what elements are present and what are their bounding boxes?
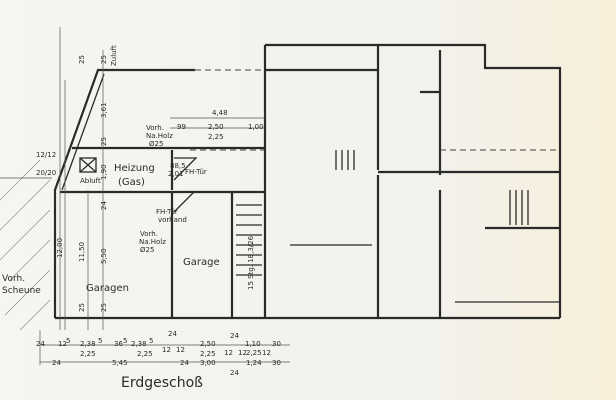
dim-250: 2,50 — [208, 123, 224, 131]
walls — [53, 43, 562, 320]
note-column-top-2: Na.Holz — [146, 132, 173, 140]
dim-top-25b: 25 — [100, 55, 108, 64]
svg-text:12: 12 — [162, 346, 171, 354]
note-fh-door-2: FH-Tür — [156, 208, 178, 216]
note-abluft: Abluft — [80, 177, 101, 185]
svg-text:12: 12 — [262, 349, 271, 357]
svg-text:5: 5 — [123, 337, 127, 345]
svg-text:2,50: 2,50 — [200, 340, 216, 348]
svg-text:5,45: 5,45 — [112, 359, 128, 367]
svg-text:2,25: 2,25 — [200, 350, 216, 358]
svg-text:12: 12 — [58, 340, 67, 348]
svg-text:2,25: 2,25 — [137, 350, 153, 358]
dim-top-25a: 25 — [78, 55, 86, 64]
note-column-mid-3: Ø25 — [140, 246, 154, 254]
note-fh-door: FH-Tür — [185, 168, 207, 176]
note-zuluft: Zuluft — [110, 45, 118, 66]
barn-label-1: Vorh. — [2, 274, 25, 284]
note-column-mid-2: Na.Holz — [139, 238, 166, 246]
dim-225: 2,25 — [208, 133, 224, 141]
svg-text:5: 5 — [98, 337, 102, 345]
dim-25c: 25 — [78, 303, 86, 312]
svg-text:24: 24 — [230, 369, 239, 377]
svg-text:24: 24 — [180, 359, 189, 367]
svg-text:12: 12 — [176, 346, 185, 354]
note-column-mid-1: Vorh. — [140, 230, 158, 238]
svg-text:30: 30 — [272, 359, 281, 367]
note-fh-door-2b: vorhand — [158, 216, 187, 224]
room-label-heating: Heizung — [114, 163, 155, 174]
dim-99: 99 — [177, 123, 186, 131]
dim-100: 1,00 — [248, 123, 264, 131]
barn-hatch — [0, 159, 52, 331]
note-door-dim-a: 88,5 — [170, 162, 186, 170]
note-chimney-a: 12/12 — [36, 151, 56, 159]
svg-text:5: 5 — [66, 337, 70, 345]
svg-text:12: 12 — [238, 349, 247, 357]
svg-text:2,25: 2,25 — [246, 349, 262, 357]
dim-25d: 25 — [100, 303, 108, 312]
dimension-lines — [39, 27, 290, 365]
dim-25: 25 — [100, 137, 108, 146]
svg-text:36: 36 — [114, 340, 123, 348]
bottom-dimensions: 24 12 5 2,38 5 36 5 2,38 5 12 24 12 2,50… — [36, 330, 281, 377]
svg-text:5: 5 — [149, 337, 153, 345]
room-label-garages: Garagen — [86, 283, 129, 294]
plan-title: Erdgeschoß — [121, 375, 203, 391]
svg-text:24: 24 — [168, 330, 177, 338]
note-stairs: 15 Stg. 18,3/26 — [247, 235, 255, 290]
dim-1200: 12,00 — [56, 238, 64, 258]
barn-label-2: Scheune — [2, 286, 41, 296]
dim-448: 4,48 — [212, 109, 228, 117]
svg-text:1,24: 1,24 — [246, 359, 262, 367]
svg-text:2,25: 2,25 — [80, 350, 96, 358]
dim-190: 1,90 — [100, 164, 108, 180]
note-door-dim-b: 2,01 — [168, 170, 184, 178]
dim-1150: 11,50 — [78, 242, 86, 262]
svg-text:2,38: 2,38 — [80, 340, 96, 348]
room-label-garage: Garage — [183, 257, 220, 268]
svg-text:12: 12 — [224, 349, 233, 357]
room-label-heating-sub: (Gas) — [118, 177, 145, 188]
note-column-top-3: Ø25 — [149, 140, 163, 148]
svg-text:30: 30 — [272, 340, 281, 348]
svg-text:24: 24 — [36, 340, 45, 348]
svg-text:2,38: 2,38 — [131, 340, 147, 348]
svg-text:24: 24 — [230, 332, 239, 340]
dim-361: 3,61 — [100, 102, 108, 118]
dim-24: 24 — [100, 201, 108, 210]
dim-550: 5,50 — [100, 248, 108, 264]
note-chimney-b: 20/20 — [36, 169, 56, 177]
svg-text:1,10: 1,10 — [245, 340, 261, 348]
svg-text:24: 24 — [52, 359, 61, 367]
svg-text:3,00: 3,00 — [200, 359, 216, 367]
note-column-top-1: Vorh. — [146, 124, 164, 132]
